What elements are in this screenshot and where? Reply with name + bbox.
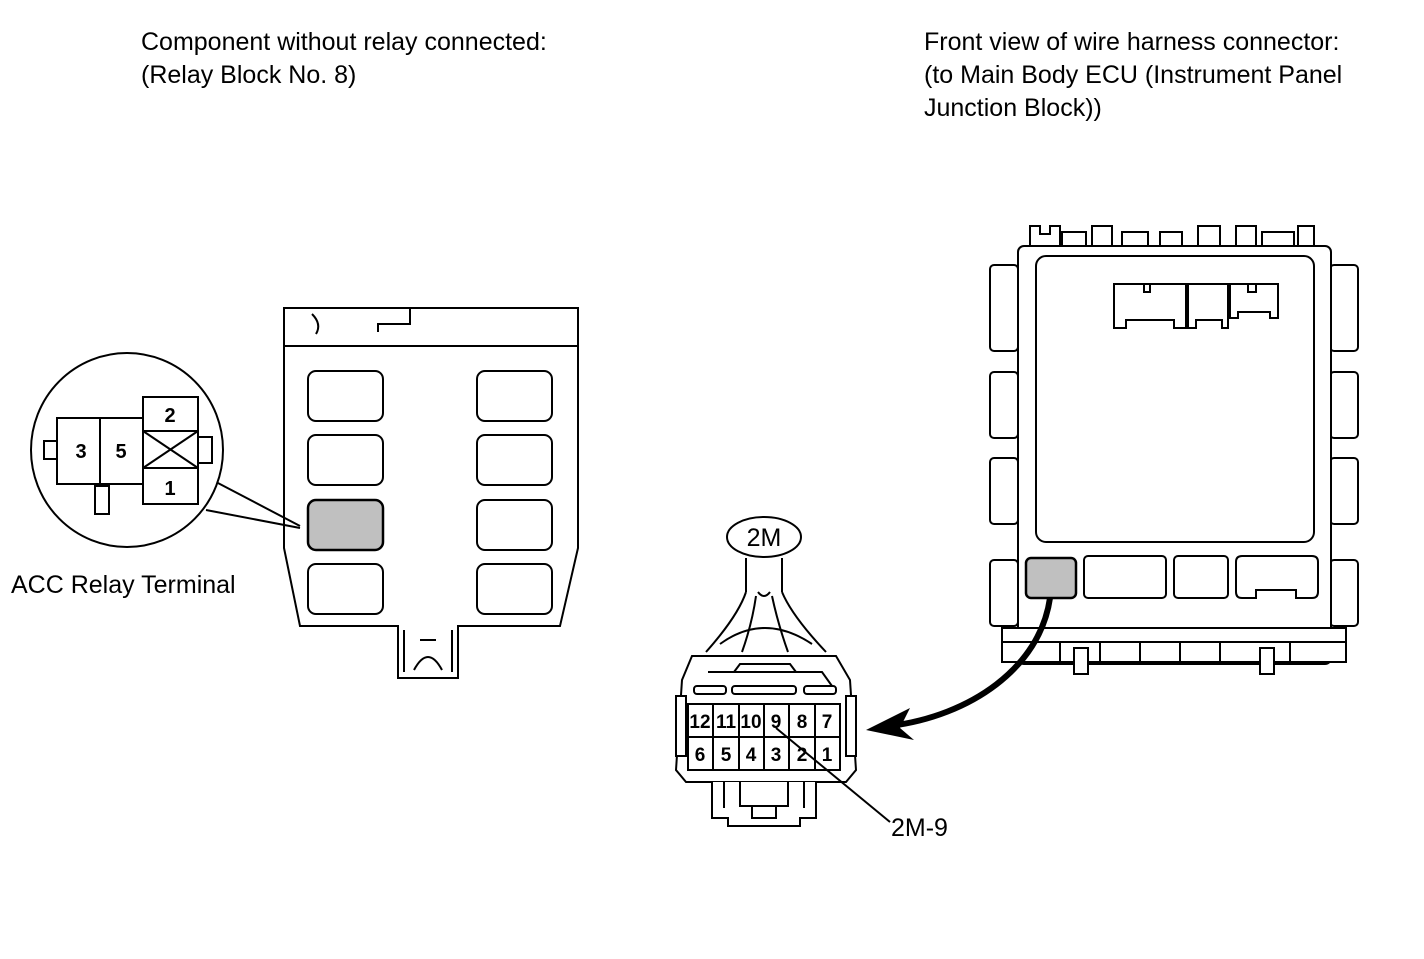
relay-socket (476, 563, 553, 615)
acc-relay-socket-highlighted (306, 498, 385, 552)
main-body-ecu (989, 225, 1359, 675)
left-caption-line-1: Component without relay connected: (141, 28, 547, 56)
connector-2m-highlighted (1024, 556, 1078, 600)
connector-id-label: 2M (747, 524, 782, 552)
relay-pin-label: 5 (115, 441, 126, 463)
right-caption-line-3: Junction Block)) (924, 94, 1102, 122)
relay-socket (307, 434, 384, 486)
harness-pin-label: 7 (822, 712, 833, 733)
harness-pin-label: 9 (771, 712, 782, 733)
relay-socket (476, 499, 553, 551)
harness-pin-label: 5 (721, 745, 732, 766)
relay-pin-label: 2 (164, 405, 175, 427)
harness-pin-label: 12 (689, 712, 710, 733)
harness-pin-label: 1 (822, 745, 833, 766)
right-caption-line-2: (to Main Body ECU (Instrument Panel (924, 61, 1342, 89)
arrow-head-icon (866, 708, 914, 740)
harness-pin-label: 10 (740, 712, 761, 733)
harness-pin-label: 11 (716, 712, 737, 733)
relay-terminal-magnifier: 3 5 2 1 (30, 352, 301, 548)
harness-pin-label: 2 (797, 745, 808, 766)
right-caption-line-1: Front view of wire harness connector: (924, 28, 1339, 56)
harness-pin-label: 8 (797, 712, 808, 733)
relay-socket (476, 370, 553, 422)
left-caption-line-2: (Relay Block No. 8) (141, 61, 356, 89)
relay-socket (307, 563, 384, 615)
pin-callout-label: 2M-9 (891, 814, 948, 842)
acc-relay-terminal-label: ACC Relay Terminal (11, 571, 236, 599)
relay-pin-label: 3 (75, 441, 86, 463)
relay-block (283, 307, 579, 679)
relay-sockets (306, 370, 553, 615)
harness-pin-label: 3 (771, 745, 782, 766)
harness-pin-label: 6 (695, 745, 706, 766)
harness-connector-2m: 2M 12 11 10 9 8 7 6 5 4 3 2 (674, 516, 891, 827)
relay-socket (476, 434, 553, 486)
relay-pin-label: 1 (164, 478, 175, 500)
harness-pin-label: 4 (746, 745, 757, 766)
relay-socket (307, 370, 384, 422)
curved-arrow (889, 597, 1053, 729)
